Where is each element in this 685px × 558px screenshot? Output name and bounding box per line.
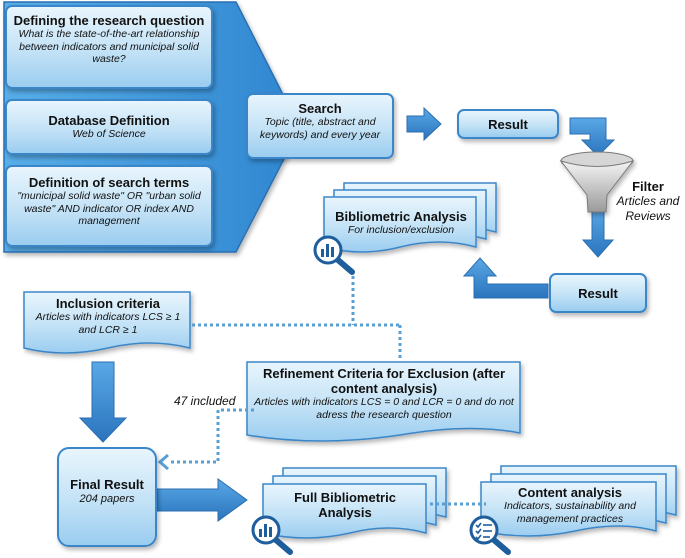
filter-title: Filter (632, 179, 664, 194)
refinement-criteria-shape (246, 361, 521, 442)
refinement-text: Refinement Criteria for Exclusion (after… (252, 366, 516, 421)
arrow-search-to-result (406, 106, 442, 142)
result-right-box: Result (549, 273, 647, 313)
result-top-box: Result (457, 109, 559, 139)
checklist-magnifier-icon (469, 515, 511, 555)
research-question-title: Defining the research question (13, 13, 205, 28)
arrow-result-to-bibliometric (462, 257, 549, 299)
result-right-title: Result (578, 286, 618, 301)
search-title: Search (298, 101, 342, 116)
arrow-inclusion-to-final (78, 361, 128, 443)
inclusion-subtitle: Articles with indicators LCS ≥ 1 and LCR… (35, 311, 181, 336)
arrow-result-to-filter (569, 117, 616, 157)
refinement-subtitle: Articles with indicators LCS = 0 and LCR… (254, 396, 514, 421)
inclusion-criteria-shape (23, 291, 191, 354)
database-title: Database Definition (48, 113, 170, 128)
result-top-title: Result (488, 117, 528, 132)
content-subtitle: Indicators, sustainability and managemen… (504, 500, 636, 525)
bibliometric-doc-stack (323, 182, 497, 253)
final-text: 204 papers (79, 493, 135, 505)
full-bibliometric-title: Full Bibliometric Analysis (294, 490, 396, 520)
search-terms-text: "municipal solid waste" OR "urban solid … (17, 190, 201, 227)
arrow-final-to-full-bibliometric (156, 478, 248, 522)
content-analysis-text: Content analysis Indicators, sustainabil… (490, 485, 650, 525)
bibliometric-subtitle: For inclusion/exclusion (347, 224, 455, 236)
dotted-arrowhead (157, 453, 169, 471)
research-question-text: What is the state-of-the-art relationshi… (18, 28, 200, 65)
final-result-box: Final Result 204 papers (57, 447, 157, 547)
inclusion-text: Inclusion criteria Articles with indicat… (28, 296, 188, 336)
search-box: Search Topic (title, abstract and keywor… (246, 93, 394, 159)
content-analysis-doc-stack (480, 465, 677, 537)
database-text: Web of Science (72, 128, 146, 140)
search-text: Topic (title, abstract and keywords) and… (259, 116, 381, 141)
funnel-icon (559, 151, 635, 213)
inclusion-title: Inclusion criteria (55, 296, 161, 311)
included-label: 47 included (174, 394, 236, 408)
research-question-box: Defining the research question What is t… (5, 5, 213, 89)
dotted-connectors (170, 270, 486, 506)
chart-magnifier-icon (251, 515, 293, 555)
arrow-filter-to-result (581, 207, 615, 258)
full-bibliometric-doc-stack (262, 467, 447, 539)
filter-text: Articles and Reviews (616, 194, 680, 223)
search-terms-box: Definition of search terms "municipal so… (5, 165, 213, 247)
bibliometric-text: Bibliometric Analysis For inclusion/excl… (326, 209, 476, 237)
full-bibliometric-text: Full Bibliometric Analysis (290, 490, 400, 520)
database-box: Database Definition Web of Science (5, 99, 213, 155)
final-title: Final Result (70, 477, 144, 492)
filter-label: Filter Articles and Reviews (610, 179, 685, 224)
search-terms-title: Definition of search terms (28, 175, 190, 190)
chart-magnifier-icon (313, 235, 355, 275)
bibliometric-title: Bibliometric Analysis (335, 209, 467, 224)
refinement-title: Refinement Criteria for Exclusion (after… (263, 366, 505, 396)
content-title: Content analysis (517, 485, 623, 500)
